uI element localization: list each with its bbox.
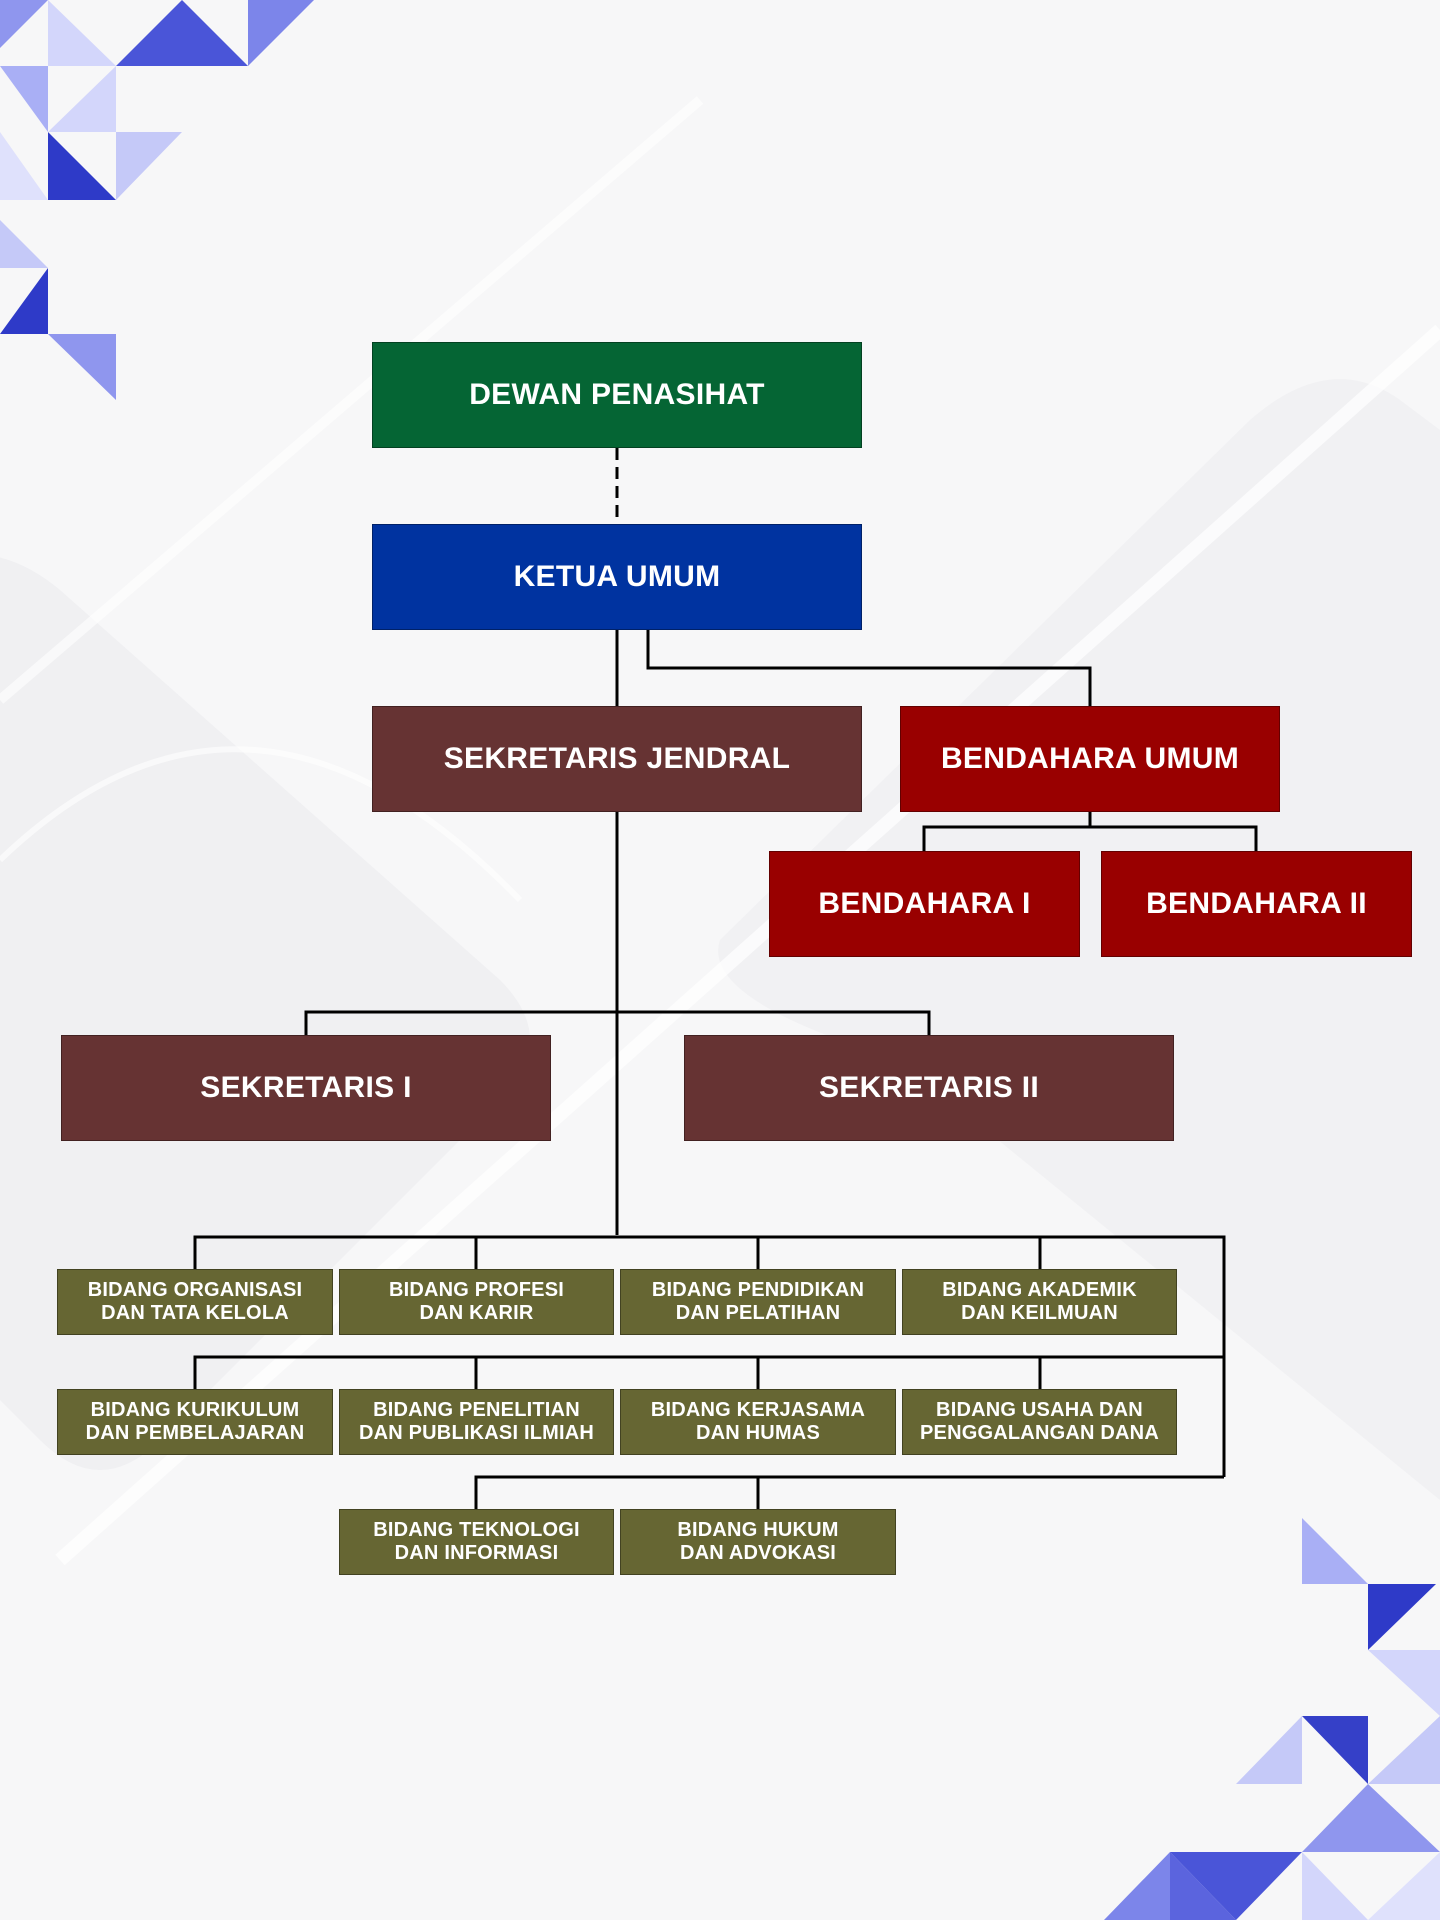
bidang-penelitian-label: BIDANG PENELITIAN DAN PUBLIKASI ILMIAH (358, 1399, 595, 1444)
connector-bendahara-split (922, 825, 1258, 851)
sekretaris-jendral-box: SEKRETARIS JENDRAL (372, 706, 862, 812)
dewan-penasihat-label: DEWAN PENASIHAT (469, 378, 765, 411)
triangle-pattern-top-left (0, 0, 314, 400)
ketua-umum-box: KETUA UMUM (372, 524, 862, 630)
connector-row3 (474, 1475, 1224, 1509)
bidang-pendidikan-box: BIDANG PENDIDIKAN DAN PELATIHAN (620, 1269, 896, 1335)
bidang-profesi-box: BIDANG PROFESI DAN KARIR (339, 1269, 614, 1335)
connector-sekretaris-split (304, 1010, 931, 1035)
bidang-kurikulum-label: BIDANG KURIKULUM DAN PEMBELAJARAN (85, 1399, 305, 1444)
bendahara-2-label: BENDAHARA II (1146, 887, 1367, 920)
bidang-usaha-box: BIDANG USAHA DAN PENGGALANGAN DANA (902, 1389, 1177, 1455)
bendahara-umum-box: BENDAHARA UMUM (900, 706, 1280, 812)
bidang-profesi-label: BIDANG PROFESI DAN KARIR (388, 1279, 565, 1324)
bidang-akademik-label: BIDANG AKADEMIK DAN KEILMUAN (942, 1279, 1137, 1324)
bidang-akademik-box: BIDANG AKADEMIK DAN KEILMUAN (902, 1269, 1177, 1335)
bidang-kerjasama-label: BIDANG KERJASAMA DAN HUMAS (650, 1399, 866, 1444)
bendahara-umum-label: BENDAHARA UMUM (940, 742, 1240, 775)
bendahara-2-box: BENDAHARA II (1101, 851, 1412, 957)
bidang-teknologi-label: BIDANG TEKNOLOGI DAN INFORMASI (373, 1519, 580, 1564)
ketua-umum-label: KETUA UMUM (513, 560, 721, 593)
connector-row2 (193, 1355, 1224, 1389)
connector-ketua-bendahara (646, 630, 1092, 706)
bidang-penelitian-box: BIDANG PENELITIAN DAN PUBLIKASI ILMIAH (339, 1389, 614, 1455)
sekretaris-2-box: SEKRETARIS II (684, 1035, 1174, 1141)
bidang-usaha-label: BIDANG USAHA DAN PENGGALANGAN DANA (920, 1399, 1159, 1444)
sekretaris-1-box: SEKRETARIS I (61, 1035, 551, 1141)
bidang-kerjasama-box: BIDANG KERJASAMA DAN HUMAS (620, 1389, 896, 1455)
sekretaris-jendral-label: SEKRETARIS JENDRAL (443, 742, 791, 775)
sekretaris-1-label: SEKRETARIS I (200, 1071, 412, 1104)
dewan-penasihat-box: DEWAN PENASIHAT (372, 342, 862, 448)
sekretaris-2-label: SEKRETARIS II (818, 1071, 1040, 1104)
bidang-hukum-box: BIDANG HUKUM DAN ADVOKASI (620, 1509, 896, 1575)
bidang-organisasi-label: BIDANG ORGANISASI DAN TATA KELOLA (87, 1279, 303, 1324)
bidang-organisasi-box: BIDANG ORGANISASI DAN TATA KELOLA (57, 1269, 333, 1335)
bidang-kurikulum-box: BIDANG KURIKULUM DAN PEMBELAJARAN (57, 1389, 333, 1455)
bidang-pendidikan-label: BIDANG PENDIDIKAN DAN PELATIHAN (651, 1279, 865, 1324)
bendahara-1-box: BENDAHARA I (769, 851, 1080, 957)
bidang-hukum-label: BIDANG HUKUM DAN ADVOKASI (677, 1519, 839, 1564)
bendahara-1-label: BENDAHARA I (818, 887, 1031, 920)
bidang-teknologi-box: BIDANG TEKNOLOGI DAN INFORMASI (339, 1509, 614, 1575)
triangle-pattern-bottom-right (1104, 1518, 1440, 1920)
